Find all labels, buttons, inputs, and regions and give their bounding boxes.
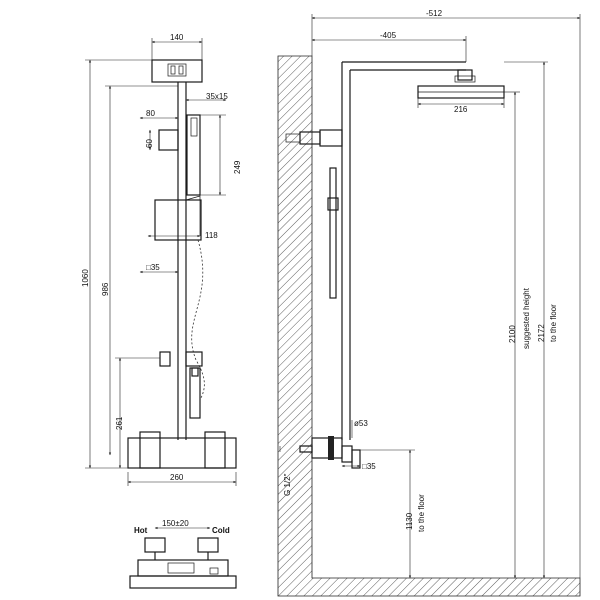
dim-floor-height: 2172 xyxy=(537,324,546,342)
dim-column-section: □35 xyxy=(146,263,160,272)
hose xyxy=(191,239,205,401)
dim-suggested-height: 2100 xyxy=(508,325,517,343)
dim-floor-height-note: to the floor xyxy=(549,304,558,342)
cold-label: Cold xyxy=(212,526,230,535)
dim-overall-projection: -512 xyxy=(426,9,443,18)
dim-holder-height: 60 xyxy=(145,139,154,148)
front-view: 140 35x15 80 60 249 118 1060 986 □35 261… xyxy=(81,33,242,486)
dim-inlet-spacing: 150±20 xyxy=(162,519,189,528)
side-view: -512 -405 216 ø53 □35 G 1/2" 1130 to the… xyxy=(277,9,581,597)
dim-handshower-length: 249 xyxy=(233,160,242,174)
dim-arm-projection: -405 xyxy=(380,31,397,40)
hand-shower xyxy=(186,114,201,196)
dim-inlet-height: 1130 xyxy=(405,512,414,530)
dim-thread: G 1/2" xyxy=(283,473,292,496)
dim-inlet-height-note: to the floor xyxy=(417,494,426,532)
dim-lower-section: □35 xyxy=(362,462,376,471)
handshower-holder xyxy=(158,129,179,151)
dim-suggested-height-note: suggested height xyxy=(522,287,531,349)
dim-top-width: 140 xyxy=(170,33,184,42)
dim-flange-diameter: ø53 xyxy=(354,419,368,428)
dim-mixer-width: 260 xyxy=(170,473,184,482)
slide-bar-slider xyxy=(154,199,202,241)
slide-rail xyxy=(329,167,337,299)
thermostatic-mixer xyxy=(127,437,237,469)
dim-holder-depth: 118 xyxy=(205,231,218,240)
dim-column-height: 986 xyxy=(101,282,110,296)
dim-mixer-height: 261 xyxy=(115,416,124,430)
dim-holder-offset: 80 xyxy=(146,109,155,118)
dim-total-height: 1060 xyxy=(81,269,90,287)
shower-head-front xyxy=(151,59,203,83)
dim-handshower-size: 35x15 xyxy=(206,92,228,101)
plan-view: Hot Cold 150±20 xyxy=(129,519,237,589)
hot-label: Hot xyxy=(134,526,148,535)
wall-hatch xyxy=(277,55,581,597)
dim-head-size: 216 xyxy=(454,105,468,114)
